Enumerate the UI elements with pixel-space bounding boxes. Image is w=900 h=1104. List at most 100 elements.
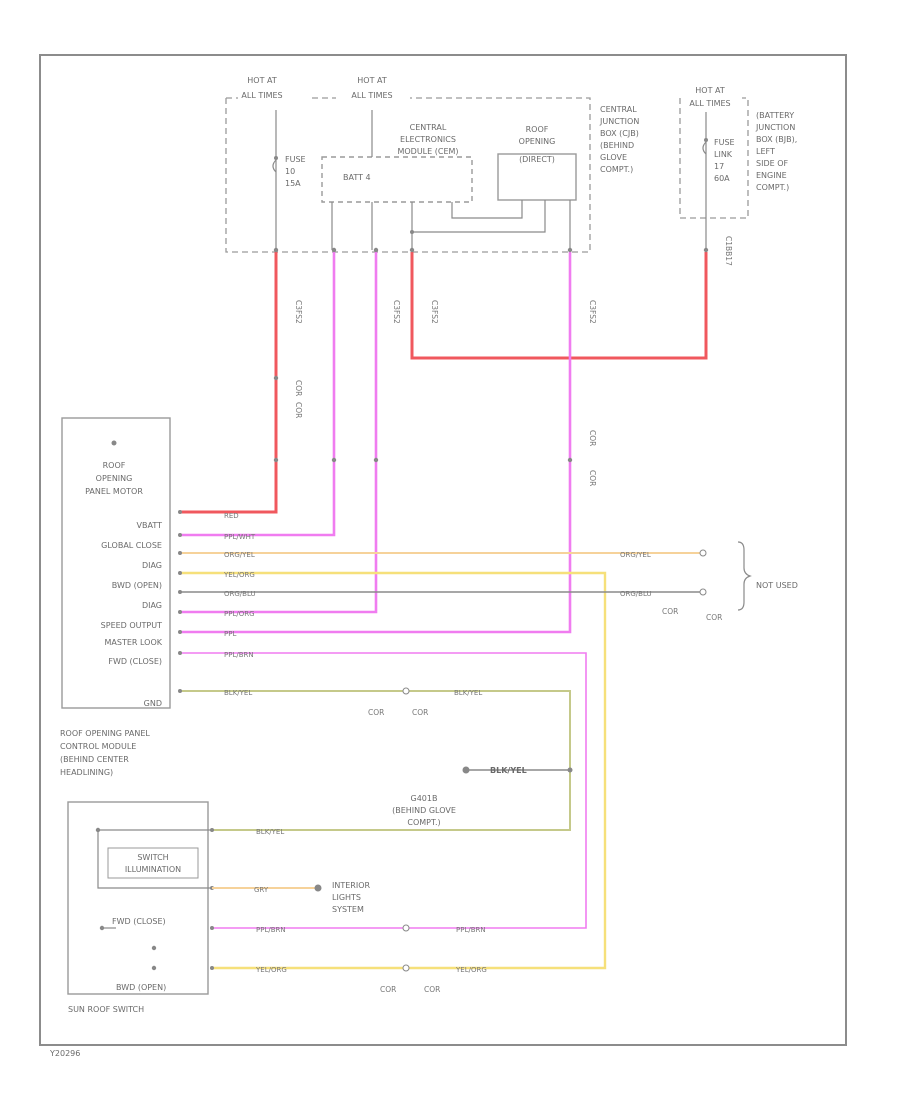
motor-caption-3: (BEHIND CENTER bbox=[60, 755, 129, 764]
fuse-link-label-4: 60A bbox=[714, 174, 730, 183]
fuse-link-label-2: LINK bbox=[714, 150, 733, 159]
cor-label-5: COR bbox=[380, 985, 396, 994]
roof-opening-label-1: ROOF bbox=[526, 125, 549, 134]
ground-wire-label: BLK/YEL bbox=[490, 766, 527, 775]
cor-vert-2: COR bbox=[294, 402, 303, 418]
bjb-label-6: ENGINE bbox=[756, 171, 787, 180]
motor-caption-1: ROOF OPENING PANEL bbox=[60, 729, 150, 738]
interior-lights-2: LIGHTS bbox=[332, 893, 361, 902]
bjb-label-5: SIDE OF bbox=[756, 159, 788, 168]
pin-gnd: GND bbox=[144, 699, 162, 708]
hot-label-left-2: ALL TIMES bbox=[241, 91, 282, 100]
roof-opening-label-3: (DIRECT) bbox=[519, 155, 555, 164]
switch-terminals bbox=[210, 828, 214, 970]
conn-label-4: C3FS2 bbox=[588, 300, 597, 324]
footer-id: Y20296 bbox=[49, 1049, 80, 1058]
batt-label: BATT 4 bbox=[343, 173, 371, 182]
bjb-label-3: BOX (BJB), bbox=[756, 135, 797, 144]
bjb-label-7: COMPT.) bbox=[756, 183, 789, 192]
wire-gnd bbox=[180, 690, 571, 831]
wire-label-diag1: ORG/YEL bbox=[224, 551, 255, 559]
bjb-dashed-box bbox=[679, 97, 749, 219]
wire-label-red: RED bbox=[224, 512, 239, 520]
cor-label-1: COR bbox=[662, 607, 678, 616]
cjb-dashed-box bbox=[225, 97, 591, 253]
wire-fwd-close bbox=[180, 652, 587, 929]
hot-label-right-2: ALL TIMES bbox=[689, 99, 730, 108]
wire-label-diag2-right: ORG/BLU bbox=[620, 590, 652, 598]
wire-red-vbatt bbox=[180, 252, 278, 514]
not-used-brace bbox=[737, 541, 752, 611]
wire-label-master: PPL bbox=[224, 630, 236, 638]
ground-name-2: (BEHIND GLOVE bbox=[392, 806, 456, 815]
pin-vbatt: VBATT bbox=[137, 521, 163, 530]
switch-fwd-label: FWD (CLOSE) bbox=[112, 917, 166, 926]
motor-title-2: OPENING bbox=[96, 474, 133, 483]
cem-label-1: CENTRAL bbox=[410, 123, 447, 132]
wire-label-diag1-right: ORG/YEL bbox=[620, 551, 651, 559]
bjb-label-2: JUNCTION bbox=[755, 123, 795, 132]
wire-label-bwd: YEL/ORG bbox=[223, 571, 255, 579]
conn-label-1: C3FS2 bbox=[294, 300, 303, 324]
not-used-connector-1 bbox=[699, 549, 707, 557]
switch-illum-1: SWITCH bbox=[137, 853, 168, 862]
wire-label-gnd: BLK/YEL bbox=[224, 689, 252, 697]
switch-wire-label-fwd-right: PPL/BRN bbox=[456, 926, 486, 934]
switch-illumination-box bbox=[107, 847, 199, 879]
cjb-label-6: COMPT.) bbox=[600, 165, 633, 174]
motor-caption-2: CONTROL MODULE bbox=[60, 742, 136, 751]
cem-label-3: MODULE (CEM) bbox=[397, 147, 458, 156]
cjb-label-5: GLOVE bbox=[600, 153, 627, 162]
hot-label-right-1: HOT AT bbox=[695, 86, 725, 95]
wire-red-bjb bbox=[410, 252, 708, 360]
fuse-link-label-3: 17 bbox=[714, 162, 724, 171]
not-used-connector-2 bbox=[699, 588, 707, 596]
cor-label-3: COR bbox=[368, 708, 384, 717]
cjb-label-4: (BEHIND bbox=[600, 141, 634, 150]
pin-master-look: MASTER LOOK bbox=[104, 638, 162, 647]
roof-opening-direct-box bbox=[497, 153, 577, 201]
wire-label-global-close: PPL/WHT bbox=[224, 533, 256, 541]
wire-label-diag2: ORG/BLU bbox=[224, 590, 256, 598]
fuse-link-label-1: FUSE bbox=[714, 138, 735, 147]
cor-vert-3: COR bbox=[588, 470, 597, 486]
interior-lights-1: INTERIOR bbox=[332, 881, 371, 890]
cem-label-2: ELECTRONICS bbox=[400, 135, 456, 144]
switch-wire-label-bwd: YEL/ORG bbox=[255, 966, 287, 974]
interior-lights-3: SYSTEM bbox=[332, 905, 364, 914]
interior-lights-node bbox=[314, 884, 322, 892]
hot-label-left-1: HOT AT bbox=[247, 76, 277, 85]
switch-wire-label-fwd: PPL/BRN bbox=[256, 926, 286, 934]
switch-illum-2: ILLUMINATION bbox=[125, 865, 181, 874]
wire-global-close bbox=[180, 252, 336, 537]
cjb-label-1: CENTRAL bbox=[600, 105, 637, 114]
roof-opening-label-2: OPENING bbox=[519, 137, 556, 146]
cjb-label-3: BOX (CJB) bbox=[600, 129, 639, 138]
ground-name-1: G401B bbox=[411, 794, 438, 803]
cjb-label-2: JUNCTION bbox=[599, 117, 639, 126]
fuse-label-3: 15A bbox=[285, 179, 301, 188]
switch-caption: SUN ROOF SWITCH bbox=[68, 1005, 144, 1014]
fuse-node bbox=[274, 156, 278, 160]
motor-title-1: ROOF bbox=[103, 461, 126, 470]
gnd-connector bbox=[402, 687, 410, 695]
ground-point bbox=[462, 766, 470, 774]
bjb-label-1: (BATTERY bbox=[756, 111, 794, 120]
cor-label-6: COR bbox=[424, 985, 440, 994]
cor-label-2: COR bbox=[706, 613, 722, 622]
conn-label-2: C3FS2 bbox=[392, 300, 401, 324]
sun-roof-switch-box bbox=[67, 801, 209, 995]
wire-label-fwd: PPL/BRN bbox=[224, 651, 254, 659]
switch-wire-label-bwd-right: YEL/ORG bbox=[455, 966, 487, 974]
ground-name-3: COMPT.) bbox=[407, 818, 440, 827]
pin-fwd-close: FWD (CLOSE) bbox=[108, 657, 162, 666]
pin-diag-1: DIAG bbox=[142, 561, 162, 570]
pin-bwd-open: BWD (OPEN) bbox=[112, 581, 162, 590]
cor-label-4: COR bbox=[412, 708, 428, 717]
module-pin-terminals bbox=[178, 510, 182, 693]
cor-vert-1: COR bbox=[294, 380, 303, 396]
hot-label-mid-2: ALL TIMES bbox=[351, 91, 392, 100]
cem-box bbox=[321, 156, 473, 203]
cjb-terminals bbox=[273, 247, 709, 463]
fuse-label-1: FUSE bbox=[285, 155, 306, 164]
